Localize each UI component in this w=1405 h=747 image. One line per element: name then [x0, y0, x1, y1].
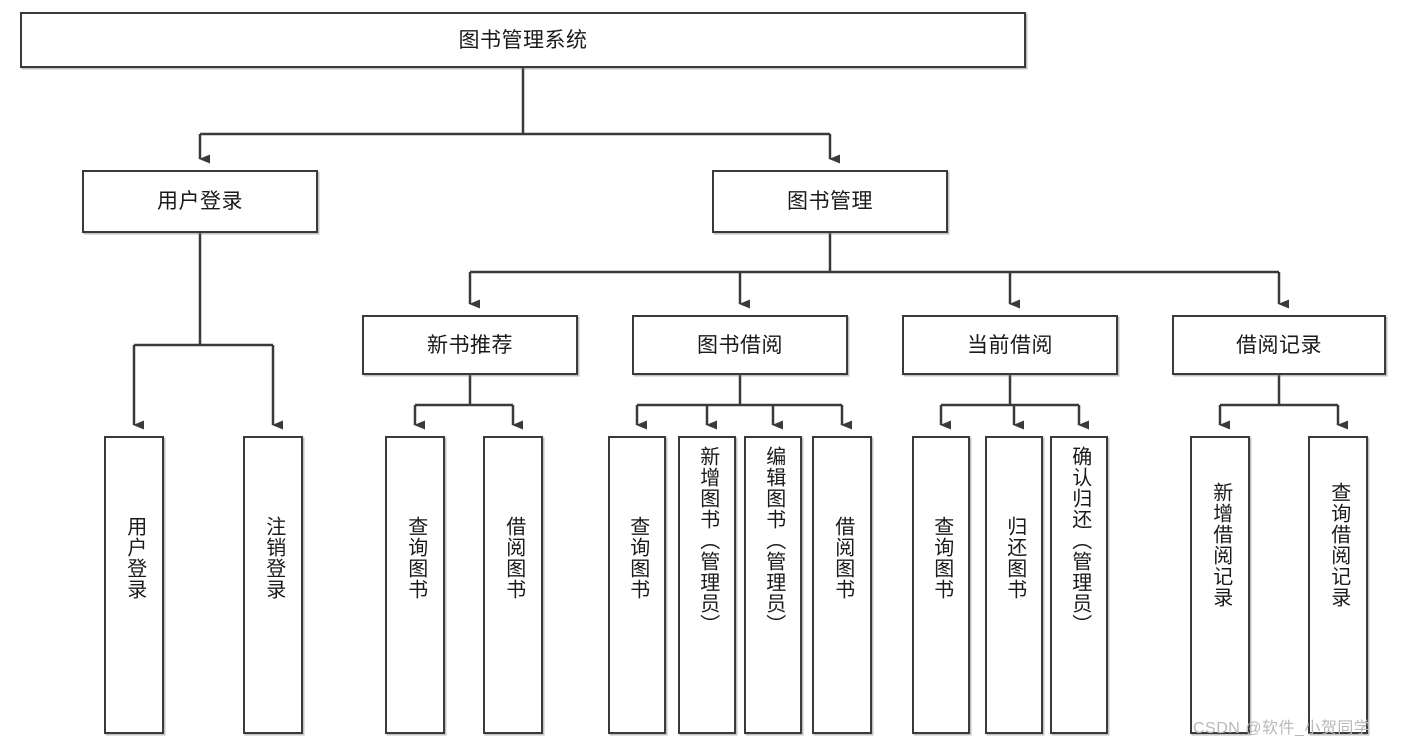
node-leaf-user-login[interactable]: 用户登录 [104, 436, 164, 734]
node-label: 新增图书（管理员） [696, 446, 719, 635]
node-user-login[interactable]: 用户登录 [82, 170, 318, 233]
node-label: 借阅图书 [502, 516, 525, 600]
node-leaf-add-book[interactable]: 新增图书（管理员） [678, 436, 736, 734]
node-root[interactable]: 图书管理系统 [20, 12, 1026, 68]
node-label: 注销登录 [262, 516, 285, 600]
node-label: 借阅图书 [831, 516, 854, 600]
node-label: 新书推荐 [427, 333, 513, 357]
node-label: 借阅记录 [1236, 333, 1322, 357]
node-current-borrow[interactable]: 当前借阅 [902, 315, 1118, 375]
node-label: 用户登录 [123, 516, 146, 600]
node-leaf-query-book-cur[interactable]: 查询图书 [912, 436, 970, 734]
node-label: 查询图书 [930, 516, 953, 600]
node-label: 归还图书 [1003, 516, 1026, 600]
node-leaf-confirm-return[interactable]: 确认归还（管理员） [1050, 436, 1108, 734]
node-leaf-logout[interactable]: 注销登录 [243, 436, 303, 734]
node-label: 新增借阅记录 [1209, 482, 1232, 608]
node-leaf-query-book-borrow[interactable]: 查询图书 [608, 436, 666, 734]
node-label: 确认归还（管理员） [1068, 446, 1091, 635]
node-label: 查询图书 [626, 516, 649, 600]
node-leaf-add-record[interactable]: 新增借阅记录 [1190, 436, 1250, 734]
connector-lines [132, 68, 1348, 430]
node-leaf-borrow-book[interactable]: 借阅图书 [812, 436, 872, 734]
node-book-manage[interactable]: 图书管理 [712, 170, 948, 233]
node-leaf-edit-book[interactable]: 编辑图书（管理员） [744, 436, 802, 734]
node-label: 用户登录 [157, 190, 243, 213]
node-label: 图书借阅 [697, 333, 783, 357]
node-leaf-return-book[interactable]: 归还图书 [985, 436, 1043, 734]
node-label: 编辑图书（管理员） [762, 446, 785, 635]
node-leaf-query-record[interactable]: 查询借阅记录 [1308, 436, 1368, 734]
node-leaf-query-book-rec[interactable]: 查询图书 [385, 436, 445, 734]
node-label: 图书管理系统 [458, 28, 588, 52]
node-label: 查询图书 [404, 516, 427, 600]
node-label: 查询借阅记录 [1327, 482, 1350, 608]
node-borrow-record[interactable]: 借阅记录 [1172, 315, 1386, 375]
node-new-book-rec[interactable]: 新书推荐 [362, 315, 578, 375]
node-book-borrow[interactable]: 图书借阅 [632, 315, 848, 375]
node-leaf-borrow-book-rec[interactable]: 借阅图书 [483, 436, 543, 734]
node-label: 图书管理 [787, 190, 873, 213]
node-label: 当前借阅 [967, 333, 1053, 357]
